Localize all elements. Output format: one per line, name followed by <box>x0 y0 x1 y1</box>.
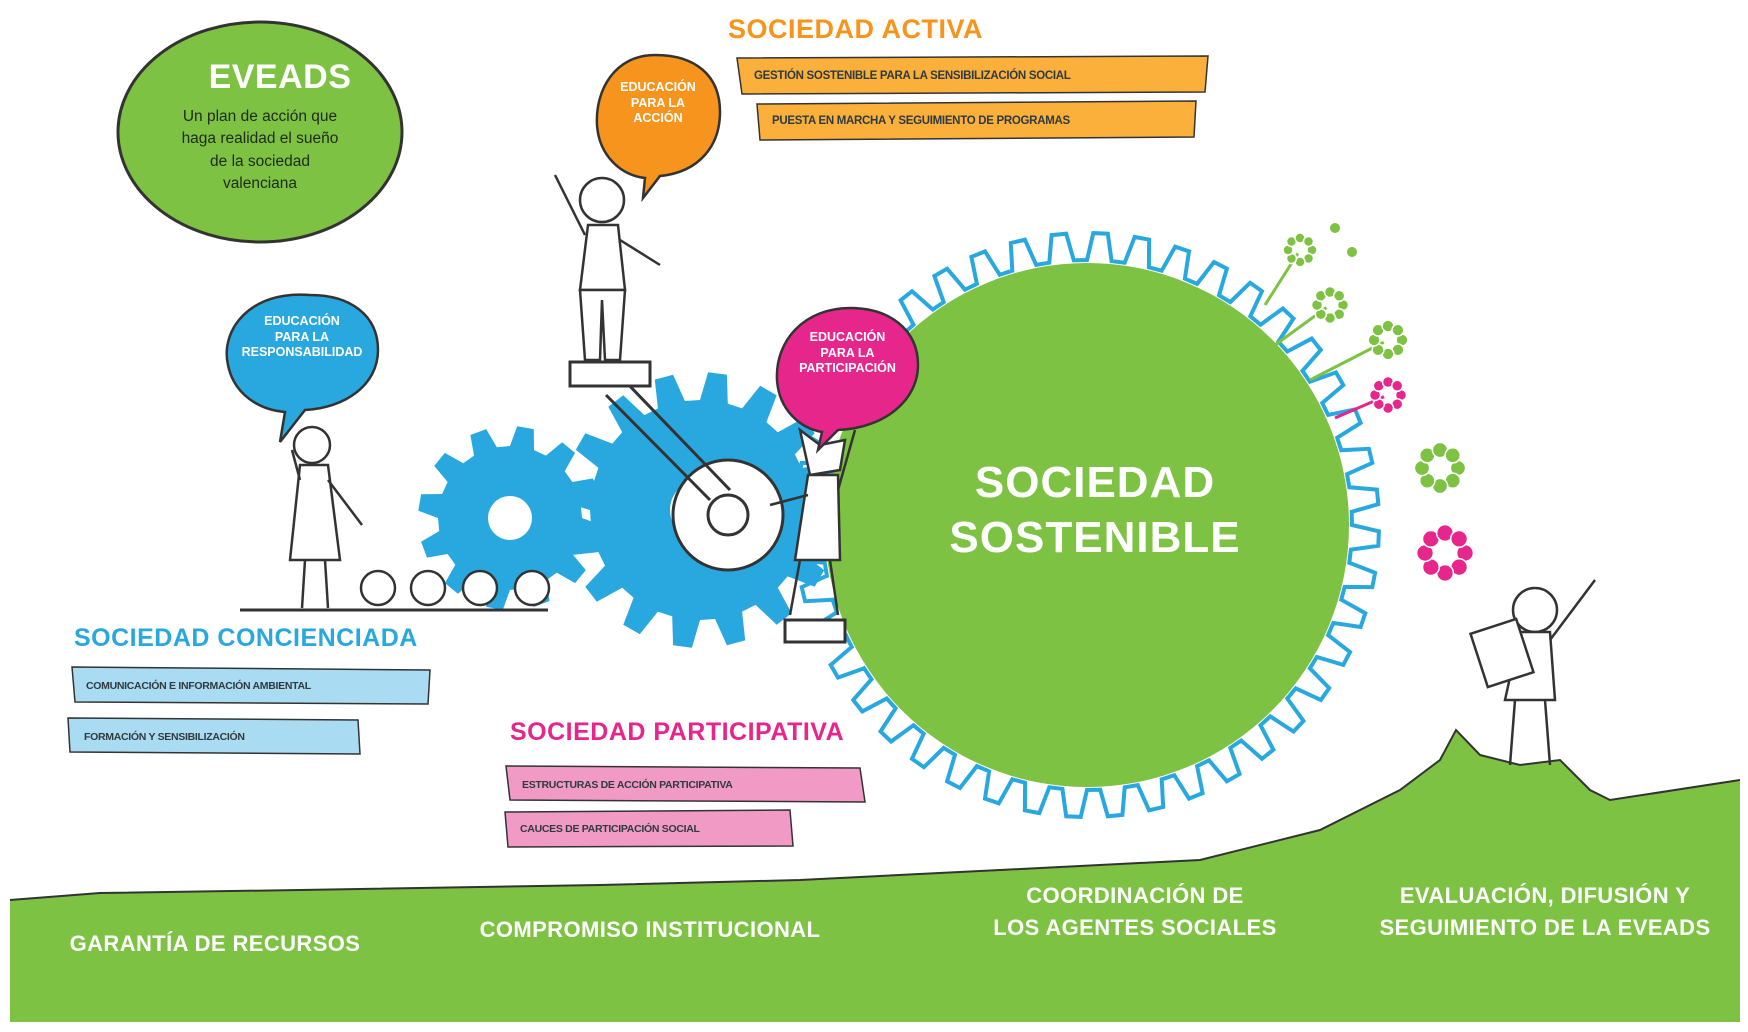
bubble-participacion-text: EDUCACIÓN PARA LA PARTICIPACIÓN <box>799 330 896 376</box>
bubble-accion-text: EDUCACIÓN PARA LA ACCIÓN <box>620 80 696 126</box>
flower-petal <box>1332 289 1346 303</box>
tag-box-shape <box>736 55 1209 95</box>
eveads-line: haga realidad el sueño <box>181 130 339 148</box>
eveads-title: EVEADS <box>208 58 352 96</box>
sustainable-society-title: SOCIEDAD SOSTENIBLE <box>949 458 1241 562</box>
tag-box-shape <box>67 717 361 755</box>
ground-edge <box>9 728 1741 901</box>
tag-box-shape <box>756 100 1197 141</box>
ground-hill <box>10 730 1740 1022</box>
pushing-figure-person-icon <box>769 426 857 616</box>
flower-petal <box>1444 446 1462 464</box>
speech-bubble-accion-icon <box>595 53 722 203</box>
tag-estructuras: ESTRUCTURAS DE ACCIÓN PARTICIPATIVA <box>522 779 733 791</box>
flower-center <box>1383 335 1393 345</box>
ground-label-compromiso: COMPROMISO INSTITUCIONAL <box>479 917 821 942</box>
tag-box-shape <box>71 666 431 705</box>
boy-figure-person-icon <box>553 174 661 362</box>
gear-body <box>825 263 1349 787</box>
flower-petal <box>1449 529 1469 549</box>
tag-puesta-en-marcha: PUESTA EN MARCHA Y SEGUIMIENTO DE PROGRA… <box>772 115 1070 127</box>
conveyor-rollers <box>240 569 551 612</box>
sociedad-participativa-heading: SOCIEDAD PARTICIPATIVA <box>510 718 845 746</box>
small-blue-gear-icon <box>418 426 602 610</box>
eveads-description: Un plan de acción que haga realidad el s… <box>150 106 370 196</box>
flower-sprouts <box>1263 223 1475 583</box>
hill-figure-person-icon <box>1468 579 1596 766</box>
flower-center <box>1433 461 1447 475</box>
tag-box-shape <box>504 809 794 848</box>
ground-label-recursos: GARANTÍA DE RECURSOS <box>69 931 361 956</box>
tag-comunicacion: COMUNICACIÓN E INFORMACIÓN AMBIENTAL <box>86 680 311 692</box>
flower-center <box>1438 546 1452 560</box>
sustainable-society-gear-icon <box>793 231 1381 819</box>
flower-center <box>1383 390 1393 400</box>
ground-label-evaluacion: EVALUACIÓN, DIFUSIÓN Y SEGUIMIENTO DE LA… <box>1379 883 1711 940</box>
speech-bubble-responsabilidad-icon <box>225 293 380 443</box>
flower-center <box>1325 300 1335 310</box>
flower-petal <box>1390 379 1404 393</box>
sociedad-activa-heading: SOCIEDAD ACTIVA <box>728 14 984 44</box>
bubble-responsabilidad-text: EDUCACIÓN PARA LA RESPONSABILIDAD <box>241 314 363 360</box>
flower-center <box>1295 245 1305 255</box>
ground-label-coordinacion: COORDINACIÓN DE LOS AGENTES SOCIALES <box>993 883 1277 940</box>
tag-cauces: CAUCES DE PARTICIPACIÓN SOCIAL <box>520 823 700 835</box>
eveads-circle <box>116 20 404 244</box>
crank-mechanism <box>568 360 847 644</box>
speech-bubble-participacion-icon <box>775 306 920 454</box>
tag-box-shape <box>505 765 866 803</box>
flower-seed <box>1330 223 1340 233</box>
map-icon <box>1468 617 1536 689</box>
eveads-line: Un plan de acción que <box>182 108 338 125</box>
tag-gestion-sostenible: GESTIÓN SOSTENIBLE PARA LA SENSIBILIZACI… <box>754 70 1071 82</box>
woman-figure-person-icon <box>288 425 363 609</box>
flower-petal <box>1391 323 1405 337</box>
tag-formacion: FORMACIÓN Y SENSIBILIZACIÓN <box>84 731 245 743</box>
flower-petal <box>1302 235 1315 248</box>
flower-seed <box>1347 247 1357 257</box>
eveads-line: valenciana <box>222 175 298 193</box>
sociedad-concienciada-heading: SOCIEDAD CONCIENCIADA <box>74 624 418 652</box>
gear-hole <box>488 496 532 540</box>
eveads-line: de la sociedad <box>210 152 310 170</box>
